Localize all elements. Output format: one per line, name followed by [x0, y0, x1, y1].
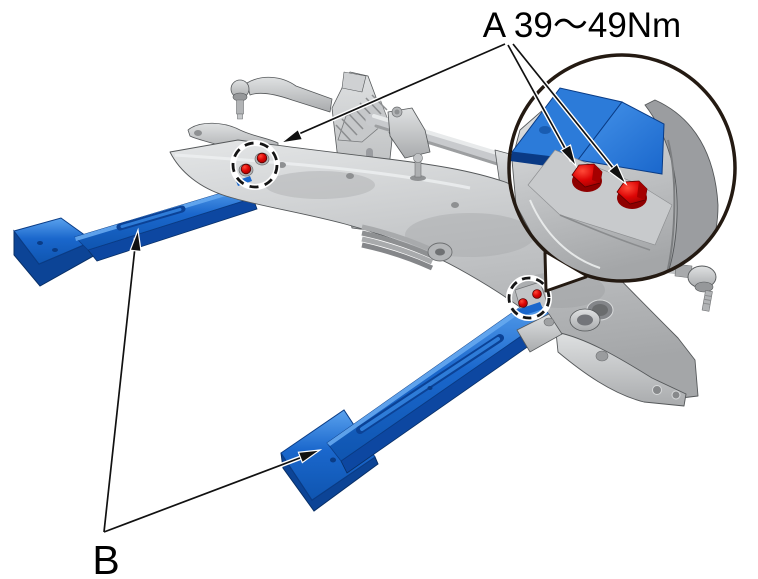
bolt-location-circle-right — [506, 275, 552, 321]
stay-bar-right — [280, 295, 563, 512]
arrowhead — [607, 163, 628, 186]
red-bolt-magnified — [616, 180, 648, 209]
part-b-label: B — [92, 537, 119, 579]
red-bolt — [518, 298, 528, 308]
leader-arrows-a — [278, 41, 628, 186]
arrowhead — [278, 128, 304, 144]
mount-stud — [410, 153, 426, 181]
red-bolt-magnified — [571, 163, 603, 192]
arrowhead — [297, 449, 323, 464]
red-bolt — [240, 163, 252, 175]
tie-rod-left — [230, 76, 333, 120]
fork-arm-right — [555, 308, 687, 407]
red-bolt — [256, 152, 268, 164]
bolt-location-circle-left — [230, 140, 280, 190]
bushing-arm — [361, 224, 453, 271]
arrowhead — [559, 144, 578, 169]
red-bolt — [532, 289, 542, 299]
leader-arrows-b — [101, 227, 323, 535]
torque-label: A 39～49Nm — [483, 6, 681, 45]
stay-bar-left — [13, 184, 258, 287]
arrowhead — [129, 227, 142, 253]
